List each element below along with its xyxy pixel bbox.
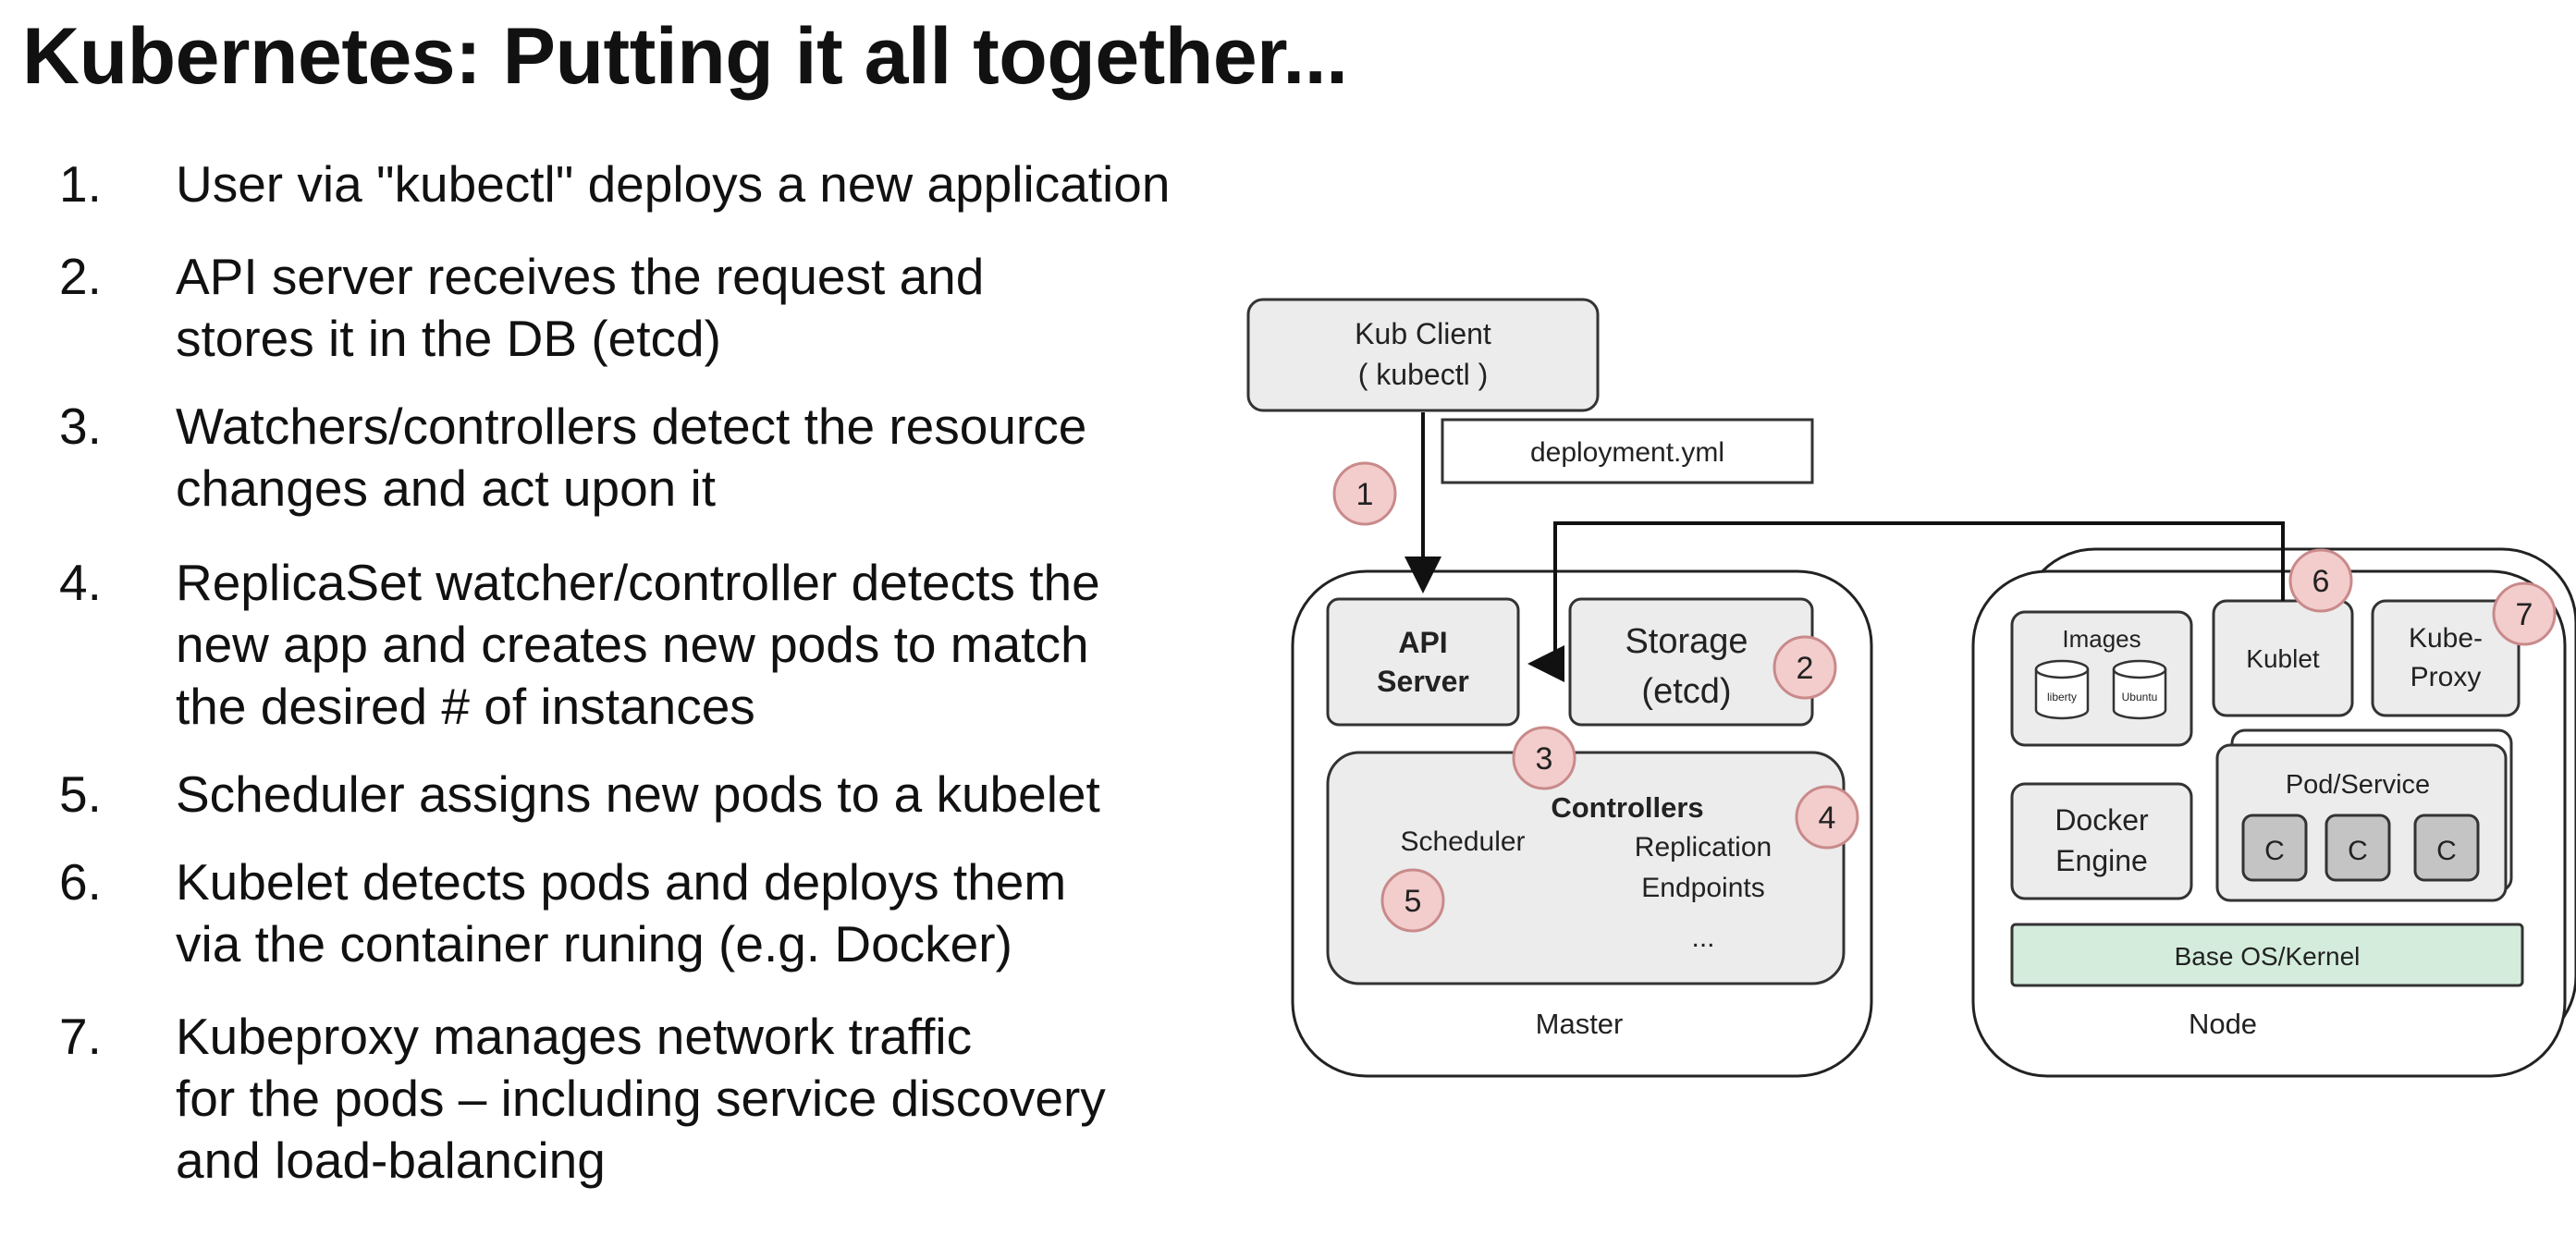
step-number: 3.	[59, 398, 102, 455]
master-box: Master API Server Storage (etcd) Control…	[1291, 569, 1873, 1078]
pod-service-box: Pod/Service C C C	[2215, 728, 2513, 902]
api-server-label: Server	[1377, 665, 1469, 698]
step-marker-label: 3	[1536, 741, 1553, 777]
container-label: C	[2436, 836, 2457, 866]
step-text-line: the desired # of instances	[176, 678, 755, 735]
container-label: C	[2348, 836, 2368, 866]
step-marker-label: 1	[1356, 477, 1374, 512]
storage-label: Storage	[1625, 622, 1748, 661]
node-label: Node	[2189, 1008, 2257, 1040]
kub-client-label: Kub Client	[1355, 317, 1491, 350]
base-os-label: Base OS/Kernel	[2175, 942, 2361, 971]
step-text-line: API server receives the request and	[176, 248, 985, 305]
image-name: liberty	[2047, 691, 2077, 704]
step-text: Scheduler assigns new pods to a kubelet	[176, 764, 1100, 826]
database-icon: Ubuntu	[2112, 659, 2167, 720]
kube-proxy-label: Proxy	[2410, 662, 2482, 692]
step-text-line: via the container runing (e.g. Docker)	[176, 915, 1012, 973]
step-text: User via "kubectl" deploys a new applica…	[176, 153, 1170, 215]
container-box: C	[2325, 814, 2391, 882]
master-label: Master	[1536, 1008, 1624, 1040]
step-marker-2: 2	[1773, 635, 1837, 700]
step-marker-7: 7	[2492, 581, 2557, 646]
step-text: API server receives the request and stor…	[176, 246, 984, 370]
kubectl-label: ( kubectl )	[1358, 358, 1488, 391]
docker-engine-box: Docker Engine	[2010, 782, 2193, 900]
step-text-line: ReplicaSet watcher/controller detects th…	[176, 554, 1100, 611]
step-number: 4.	[59, 554, 102, 611]
step-marker-6: 6	[2288, 548, 2353, 613]
step-text: Watchers/controllers detect the resource…	[176, 396, 1086, 520]
step-text-line: stores it in the DB (etcd)	[176, 310, 721, 367]
scheduler-label: Scheduler	[1400, 826, 1525, 857]
step-marker-label: 6	[2312, 564, 2330, 599]
step-text-line: Kubelet detects pods and deploys them	[176, 853, 1067, 911]
step-text-line: changes and act upon it	[176, 459, 717, 517]
step-text-line: Scheduler assigns new pods to a kubelet	[176, 765, 1100, 823]
step-marker-label: 2	[1797, 651, 1814, 686]
step-text-line: for the pods – including service discove…	[176, 1070, 1106, 1127]
replication-label: Replication	[1635, 832, 1772, 863]
container-box: C	[2413, 814, 2480, 882]
arrow-kubelet-to-api	[1527, 521, 2285, 682]
base-os-bar: Base OS/Kernel	[2010, 923, 2524, 987]
step-number: 5.	[59, 765, 102, 823]
pod-service-label: Pod/Service	[2286, 770, 2430, 800]
step-text-line: and load-balancing	[176, 1132, 606, 1189]
docker-engine-label: Engine	[2055, 844, 2148, 877]
step-marker-1: 1	[1332, 461, 1397, 526]
controllers-label: Controllers	[1551, 791, 1703, 824]
docker-engine-label: Docker	[2055, 803, 2149, 837]
database-icon: liberty	[2034, 659, 2090, 720]
step-marker-3: 3	[1512, 726, 1576, 790]
step-marker-label: 7	[2516, 597, 2533, 632]
step-text: Kubeproxy manages network traffic for th…	[176, 1006, 1106, 1192]
kubelet-label: Kublet	[2246, 644, 2320, 673]
api-server-label: API	[1398, 626, 1447, 659]
step-marker-label: 5	[1405, 884, 1422, 919]
step-number: 6.	[59, 853, 102, 911]
container-label: C	[2264, 836, 2285, 866]
more-controllers-label: ...	[1691, 923, 1714, 953]
step-text: Kubelet detects pods and deploys them vi…	[176, 851, 1066, 975]
kubelet-box: Kublet	[2212, 599, 2354, 717]
node-box: Node Images liberty Ubuntu Kublet Kube- …	[1971, 547, 2576, 1078]
deployment-file: deployment.yml	[1441, 418, 1814, 484]
image-name: Ubuntu	[2122, 691, 2158, 704]
kub-client-box: Kub Client ( kubectl )	[1246, 298, 1600, 412]
api-server-box: API Server	[1326, 597, 1520, 727]
kube-proxy-box: Kube- Proxy	[2371, 599, 2521, 717]
deployment-file-label: deployment.yml	[1530, 437, 1724, 468]
step-text-line: new app and creates new pods to match	[176, 616, 1089, 673]
step-marker-5: 5	[1380, 868, 1445, 933]
step-number: 2.	[59, 248, 102, 305]
step-marker-4: 4	[1795, 785, 1859, 850]
kube-proxy-label: Kube-	[2409, 623, 2483, 654]
endpoints-label: Endpoints	[1641, 873, 1764, 903]
step-text-line: Watchers/controllers detect the resource	[176, 398, 1087, 455]
images-label: Images	[2062, 625, 2141, 653]
slide-title: Kubernetes: Putting it all together...	[22, 12, 1348, 101]
images-box: Images liberty Ubuntu	[2010, 610, 2193, 747]
step-text-line: Kubeproxy manages network traffic	[176, 1008, 973, 1065]
step-number: 7.	[59, 1008, 102, 1065]
controllers-box: Controllers Scheduler Replication Endpoi…	[1326, 751, 1846, 985]
step-number: 1.	[59, 155, 102, 213]
container-box: C	[2241, 814, 2308, 882]
step-text-line: User via "kubectl" deploys a new applica…	[176, 155, 1171, 213]
etcd-label: (etcd)	[1641, 672, 1731, 711]
step-text: ReplicaSet watcher/controller detects th…	[176, 552, 1100, 738]
step-marker-label: 4	[1819, 801, 1836, 836]
